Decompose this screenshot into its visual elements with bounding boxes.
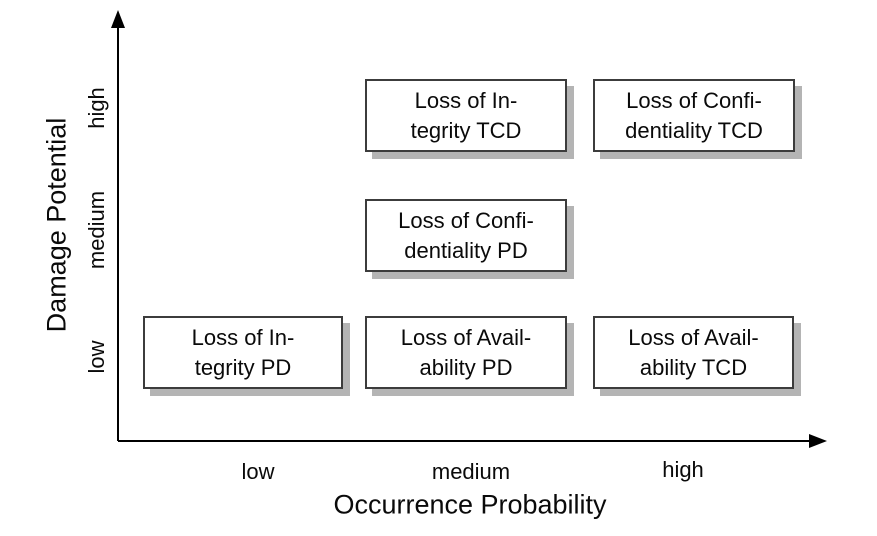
node-text-line: Loss of Confi- (398, 207, 534, 233)
y-axis-line (117, 24, 119, 441)
y-tick-medium: medium (84, 190, 109, 270)
node-loss-of-integrity-pd: Loss of In- tegrity PD (143, 316, 343, 389)
node-text-line: Loss of Avail- (400, 324, 532, 350)
node-text-line: Loss of Avail- (628, 324, 759, 350)
node-text-line: Loss of Confi- (626, 87, 762, 113)
x-tick-low: low (241, 459, 275, 484)
node-text-line: Loss of In- (414, 87, 518, 113)
y-tick-high: high (84, 87, 109, 129)
x-axis-label: Occurrence Probability (333, 489, 607, 520)
node-loss-of-availability-pd: Loss of Avail- ability PD (365, 316, 567, 389)
node-loss-of-confidentiality-pd: Loss of Confi- dentiality PD (365, 199, 567, 272)
x-axis-arrow-icon (809, 434, 827, 448)
x-tick-high: high (662, 457, 704, 482)
x-tick-medium: medium (431, 459, 511, 484)
node-text-line: tegrity PD (194, 354, 292, 380)
y-axis-arrow-icon (111, 10, 125, 28)
node-loss-of-integrity-tcd: Loss of In- tegrity TCD (365, 79, 567, 152)
node-loss-of-availability-tcd: Loss of Avail- ability TCD (593, 316, 794, 389)
x-axis-line (118, 440, 812, 442)
y-axis-label: Damage Potential (41, 117, 72, 333)
node-text-line: dentiality TCD (625, 117, 763, 143)
node-text-line: Loss of In- (191, 324, 295, 350)
node-loss-of-confidentiality-tcd: Loss of Confi- dentiality TCD (593, 79, 795, 152)
node-text-line: tegrity TCD (410, 117, 522, 143)
node-text-line: dentiality PD (404, 237, 528, 263)
node-text-line: ability PD (419, 354, 513, 380)
y-tick-low: low (84, 340, 109, 374)
node-text-line: ability TCD (639, 354, 748, 380)
